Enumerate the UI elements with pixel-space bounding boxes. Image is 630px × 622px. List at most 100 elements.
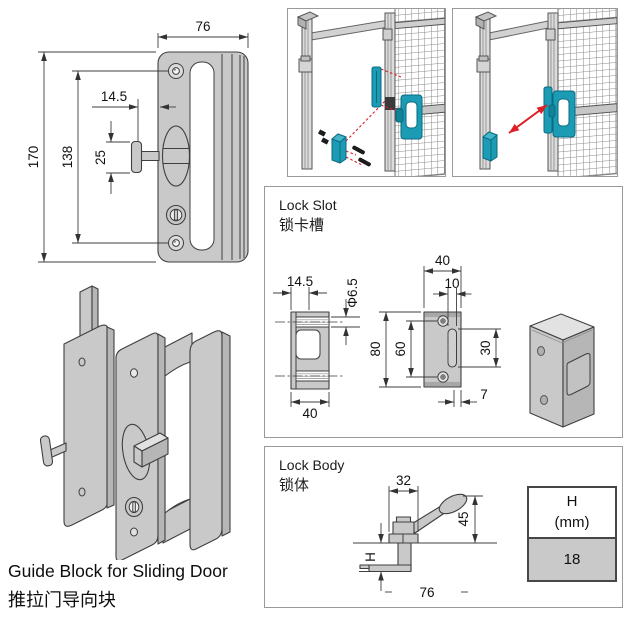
side-notch [295,329,321,360]
lock-slot-3d-view [529,313,595,428]
lock-slot-front-view [423,311,462,388]
dimension-front-hole-span: 60 [393,320,437,378]
lock-slot-title-en: Lock Slot [279,197,337,213]
dim-label: 138 [60,146,75,169]
dimension-hole-span-138: 138 [60,70,168,244]
header-rail [310,18,396,41]
handle-isometric-illustration [39,285,231,560]
product-caption: Guide Block for Sliding Door 推拉门导向块 [8,561,260,612]
lock-body-title: Lock Body 锁体 [279,455,344,497]
install-exploded-illustration [296,9,445,176]
handle-assembled-teal [543,86,576,138]
lock-body-title-zh: 锁体 [279,477,310,495]
dim-label: 14.5 [101,89,127,104]
table-header-h: H [566,493,578,511]
front-screw-hole-bottom [437,371,449,383]
h-dimension-table: H (mm) 18 [527,486,617,582]
lock-cutout [385,97,395,110]
hinge-block [545,28,556,41]
frame-post-left [296,11,320,170]
mesh-door-panel [394,9,445,176]
grip-opening-3d [164,361,191,515]
dimension-side-hole-offset: 14.5 [273,274,327,310]
handle-plate-shape [130,51,249,263]
table-value-cell: 18 [529,539,615,580]
lock-body-panel: Lock Body 锁体 32 [264,446,623,608]
install-assembled-panel [452,8,618,177]
install-exploded-panel [287,8,446,177]
dim-label: 7 [480,387,488,402]
dimension-side-hole-dia: Φ6.5 [331,278,360,345]
screw-hole-top [168,63,184,79]
hinge-block [382,28,393,41]
dim-label: 30 [478,340,493,355]
dim-label: 60 [393,341,408,356]
dimension-pin-offset-14-5: 14.5 [92,89,176,142]
dim-label: 76 [419,585,434,600]
key-cylinder-3d [124,496,144,518]
table-header-cell: H (mm) [529,488,615,539]
screw-3d-top [130,368,138,378]
dimension-side-depth: 40 [290,392,330,421]
handle-part-teal [395,94,423,140]
recess-3d [566,353,591,396]
thumb-knob-3d [133,432,169,468]
handle-front-view-drawing: 76 170 138 14.5 25 [26,19,249,263]
slide-direction-arrow [508,104,548,134]
dim-label: 32 [396,473,411,488]
red-leader-lines [345,68,402,166]
lock-slot-side-view [275,311,345,390]
dimension-front-height: 80 [368,311,421,388]
outer-handle-part [115,330,231,560]
guide-pin-3d [39,435,67,467]
dim-label: 40 [435,253,450,268]
screw-3d-bottom [130,527,138,537]
dim-label: Φ6.5 [345,278,360,308]
lock-body-section-view [353,493,497,573]
dimension-lever-height: 45 [456,495,483,543]
dim-label: 45 [456,511,471,526]
dimension-width-76: 76 [157,19,249,48]
front-slot [447,328,457,368]
dimension-cap-width: 32 [388,473,419,532]
install-assembled-illustration [474,9,617,176]
key-cylinder [165,204,187,226]
guide-foot [368,564,412,573]
dimension-front-slot-length: 30 [458,328,501,368]
inner-plate-part [39,285,115,527]
mounting-screws [318,129,371,167]
screw-hole-bottom [168,235,184,251]
guide-pin [130,140,160,174]
lock-slot-title: Lock Slot 锁卡槽 [279,195,337,237]
dimension-front-width: 40 [423,253,462,308]
hole-3d-top [537,346,545,356]
lock-slot-drawing: 14.5 Φ6.5 40 [273,253,595,428]
dim-label: 80 [368,341,383,356]
hole-3d-bottom [540,395,548,405]
dimension-height-170: 170 [26,51,156,263]
dim-label: 25 [93,150,108,165]
dim-label: 40 [302,406,317,421]
lock-body-title-en: Lock Body [279,457,345,473]
lock-slot-plate-teal [371,66,382,108]
thumb-turn [161,125,191,187]
dim-label: H [363,552,378,562]
front-screw-hole-top [437,315,449,327]
dim-label: 10 [444,276,459,291]
dim-label: 76 [195,19,210,34]
lock-body-drawing: 32 45 H 76 [353,473,497,600]
handle-grip-opening [189,61,215,251]
table-header-unit: (mm) [554,513,590,531]
dim-label: 170 [26,146,41,169]
guide-block-teal [331,133,347,164]
lever-knob [438,493,468,515]
lock-slot-panel: Lock Slot 锁卡槽 [264,186,623,438]
dimension-pin-height-25: 25 [93,121,130,194]
door-edge-post [382,12,396,172]
dimension-front-slot-width: 10 [433,276,472,326]
dim-label: 14.5 [287,274,313,289]
guide-block-teal [482,131,498,162]
dimension-total-width: 76 [385,585,468,600]
caption-english: Guide Block for Sliding Door [8,561,228,581]
